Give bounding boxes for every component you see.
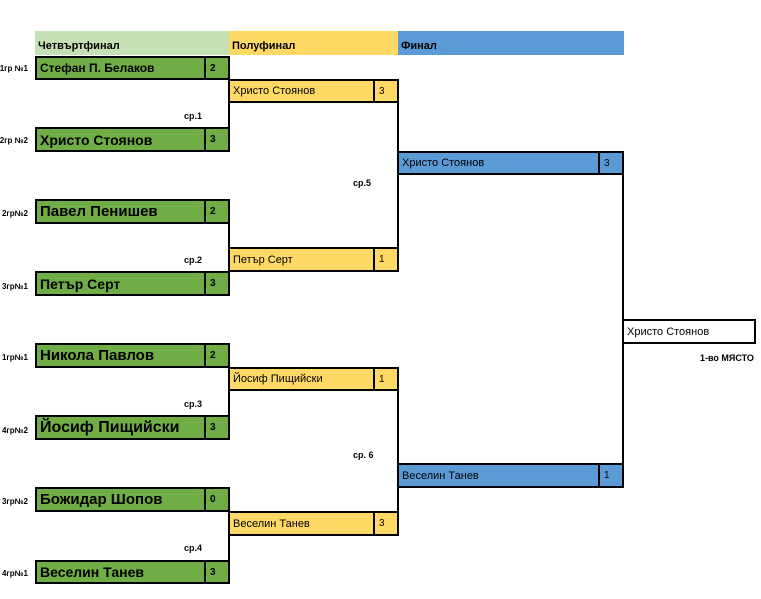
player-score: 3 [204,129,228,150]
player-score: 2 [204,201,228,222]
header-final: Финал [398,31,624,55]
quarterfinal-entry: Никола Павлов 2 [35,343,230,368]
player-score: 1 [373,249,397,270]
quarterfinal-entry: Веселин Танев 3 [35,560,230,584]
group-label: 1гр №1 [0,64,28,73]
match-label: ср.1 [184,111,203,121]
player-score: 3 [598,153,622,173]
quarterfinal-entry: Йосиф Пищийски 3 [35,415,230,440]
final-entry: Веселин Танев 1 [397,463,624,488]
player-name: Петър Серт [233,253,293,266]
semifinal-entry: Йосиф Пищийски 1 [228,367,399,391]
player-name: Стефан П. Белаков [40,61,155,75]
player-score: 2 [204,345,228,366]
quarterfinal-entry: Божидар Шопов 0 [35,487,230,512]
player-name: Йосиф Пищийски [233,373,323,385]
bracket-line [228,367,230,416]
player-score: 0 [204,489,228,510]
player-name: Веселин Танев [233,517,310,530]
group-label: 3гр№2 [1,497,28,506]
player-name: Павел Пенишев [40,203,158,220]
player-name: Божидар Шопов [40,491,163,508]
bracket-line [228,80,230,128]
player-name: Никола Павлов [40,347,155,364]
match-label: ср.3 [184,399,203,409]
player-score: 3 [204,417,228,438]
group-label: 3гр№1 [1,282,28,291]
quarterfinal-entry: Павел Пенишев 2 [35,199,230,224]
match-label: ср.5 [353,178,372,188]
player-name: Христо Стоянов [233,85,316,97]
player-name: Петър Серт [40,275,121,292]
quarterfinal-entry: Петър Серт 3 [35,271,230,296]
player-name: Веселин Танев [40,564,144,580]
header-semifinal: Полуфинал [229,31,398,55]
bracket-line [228,511,230,561]
semifinal-entry: Христо Стоянов 3 [228,79,399,103]
group-label: 2гр№2 [1,209,28,218]
winner-entry: Христо Стоянов [622,319,756,344]
quarterfinal-entry: Стефан П. Белаков 2 [35,56,230,80]
player-score: 2 [204,58,228,78]
group-label: 2гр №2 [0,136,28,145]
winner-name: Христо Стоянов [627,325,710,338]
bracket-line [397,102,399,248]
semifinal-entry: Веселин Танев 3 [228,511,399,536]
winner-place-label: 1-во МЯСТО [700,353,754,363]
player-name: Христо Стоянов [402,157,485,169]
group-label: 4гр№1 [1,569,28,578]
player-score: 3 [373,81,397,101]
group-label: 1гр№1 [1,353,28,362]
group-label: 4гр№2 [1,426,28,435]
player-score: 3 [204,562,228,582]
player-score: 3 [204,273,228,294]
player-score: 1 [373,369,397,389]
player-name: Веселин Танев [402,469,479,482]
quarterfinal-entry: Христо Стоянов 3 [35,127,230,152]
match-label: ср.2 [184,255,203,265]
match-label: ср.4 [184,543,203,553]
player-name: Йосиф Пищийски [40,418,180,436]
bracket-line [397,390,399,512]
player-name: Христо Стоянов [40,131,153,148]
final-entry: Христо Стоянов 3 [397,151,624,175]
match-label: ср. 6 [353,450,374,460]
header-quarterfinal: Четвъртфинал [35,31,229,55]
semifinal-entry: Петър Серт 1 [228,247,399,272]
player-score: 1 [598,465,622,486]
player-score: 3 [373,513,397,534]
